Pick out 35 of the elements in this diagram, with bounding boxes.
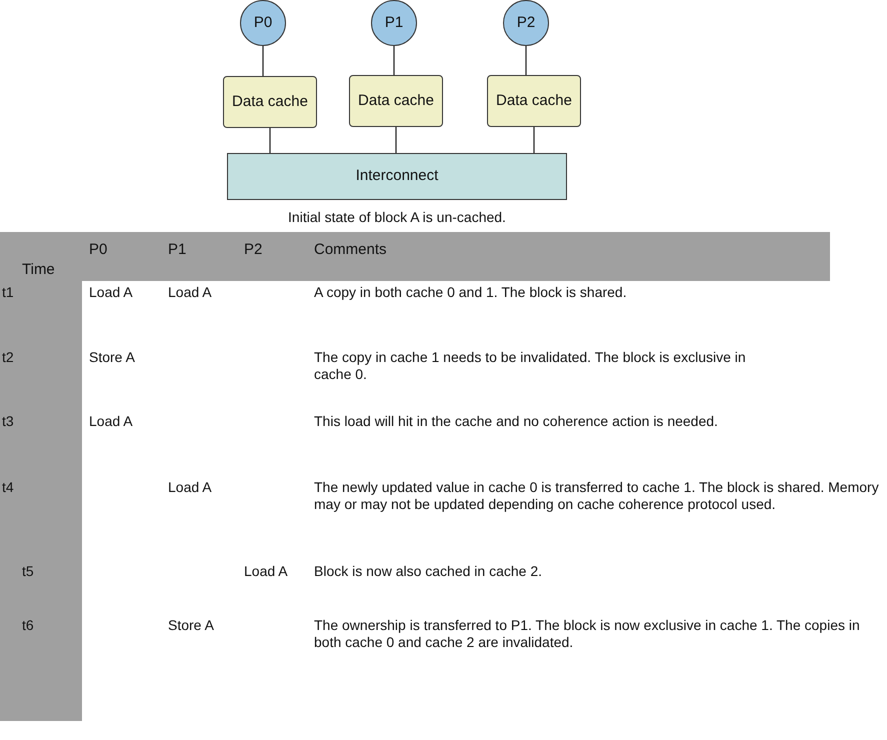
comment-text: A copy in both cache 0 and 1. The block is shared. [314, 284, 628, 301]
column-header: P1 [168, 241, 186, 258]
comment-text: This load will hit in the cache and no coherence action is needed. [314, 413, 719, 430]
time-label: t4 [2, 479, 14, 496]
time-label: t3 [2, 413, 14, 430]
column-header: P0 [89, 241, 108, 258]
column-header: Time [22, 261, 55, 278]
comment-text: The ownership is transferred to P1. The block is now exclusive in cache 1. The copies in both cache 0 and cache 2 are invalidated. [314, 617, 861, 651]
connector-line [262, 46, 264, 76]
connector-line [393, 46, 395, 75]
cache-box: Data cache [223, 76, 317, 128]
comment-text: The copy in cache 1 needs to be invalidated. The block is exclusive in cache 0. [314, 349, 747, 383]
caption-text: Initial state of block A is un-cached. [287, 209, 507, 226]
connector-line [395, 127, 397, 153]
cache-box: Data cache [487, 75, 581, 127]
time-label: t2 [2, 349, 14, 366]
comment-text: The newly updated value in cache 0 is transferred to cache 1. The block is shared. Memory may or may not be updated depending on cache coherence protocol used. [314, 479, 879, 513]
operation-text: Store A [168, 617, 214, 634]
time-label: t1 [2, 284, 14, 301]
interconnect-bar: Interconnect [227, 153, 567, 200]
operation-text: Load A [168, 284, 212, 301]
connector-line [525, 46, 527, 75]
comment-text: Block is now also cached in cache 2. [314, 563, 544, 580]
cache-box: Data cache [349, 75, 443, 127]
column-header: P2 [244, 241, 262, 258]
operation-text: Load A [89, 284, 133, 301]
operation-text: Load A [89, 413, 133, 430]
operation-text: Load A [168, 479, 212, 496]
operation-text: Store A [89, 349, 135, 366]
operation-text: Load A [244, 563, 288, 580]
time-label: t5 [22, 563, 34, 580]
connector-line [269, 128, 271, 153]
connector-line [533, 127, 535, 153]
column-header: Comments [314, 241, 387, 258]
time-label: t6 [22, 617, 34, 634]
